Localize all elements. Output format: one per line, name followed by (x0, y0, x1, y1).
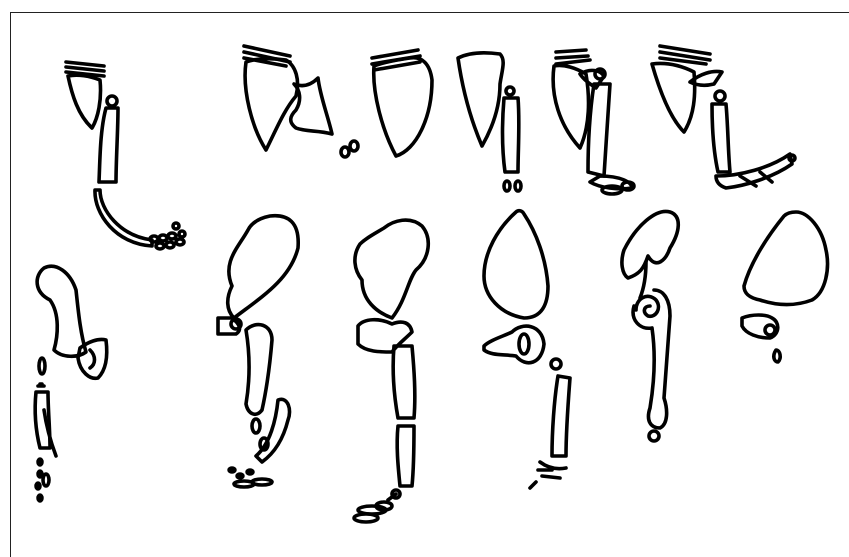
limb-skeleton-bottom-3 (354, 220, 428, 522)
limb-skeleton-bottom-4 (484, 211, 570, 488)
limb-skeleton-top-1 (66, 62, 185, 249)
phalanges-bottom-1 (35, 458, 49, 502)
phalanges-bottom-2 (228, 467, 272, 487)
limb-skeleton-bottom-6 (742, 212, 827, 362)
limb-skeleton-top-6 (652, 46, 795, 188)
limb-skeleton-bottom-2 (218, 216, 298, 487)
limb-skeleton-top-5 (553, 50, 634, 194)
limb-skeleton-top-3 (372, 50, 432, 156)
limb-skeleton-bottom-5 (622, 211, 678, 441)
limb-skeleton-top-4 (458, 53, 521, 191)
phalanges-top-1 (150, 223, 185, 249)
phalanges-bottom-4 (530, 462, 566, 488)
limb-skeleton-bottom-1 (35, 266, 107, 502)
limb-skeleton-top-2 (244, 46, 358, 157)
phalanges-bottom-3 (354, 494, 396, 522)
